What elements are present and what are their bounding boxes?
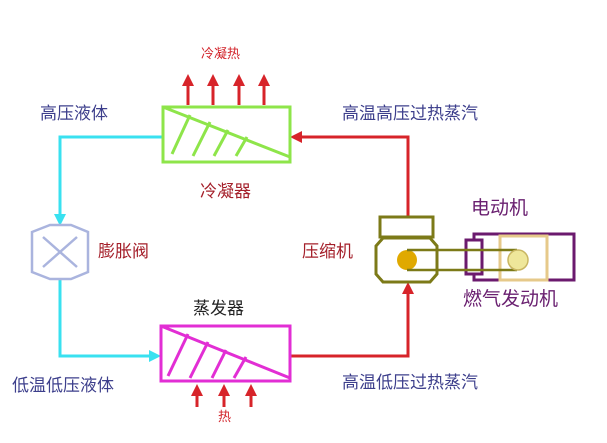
low-temp-low-pressure-liquid-label: 低温低压液体 <box>12 376 114 396</box>
expansion-valve-icon <box>30 223 90 281</box>
heat-input-arrows <box>191 384 257 407</box>
motor-icon <box>464 232 576 282</box>
compressor-label: 压缩机 <box>302 242 353 262</box>
evaporator-icon <box>159 324 292 383</box>
high-pressure-liquid-label: 高压液体 <box>40 104 108 124</box>
expansion-valve-label: 膨胀阀 <box>98 242 149 262</box>
motor-label: 电动机 <box>471 197 529 219</box>
low-pressure-vapor-pipe <box>290 282 414 358</box>
high-temp-low-pressure-vapor-label: 高温低压过热蒸汽 <box>342 373 478 393</box>
condenser-label: 冷凝器 <box>200 182 251 202</box>
evaporator-label: 蒸发器 <box>193 299 244 319</box>
condenser-icon <box>161 105 292 164</box>
condense-heat-label: 冷凝热 <box>201 47 241 62</box>
condense-heat-arrows <box>182 74 270 105</box>
liquid-pipe-bottom <box>58 278 161 362</box>
heat-label: 热 <box>218 410 232 425</box>
gas-engine-label: 燃气发动机 <box>463 288 559 310</box>
high-pressure-pipe <box>290 131 410 218</box>
compressor-icon <box>374 215 529 284</box>
high-temp-high-pressure-vapor-label: 高温高压过热蒸汽 <box>342 104 478 124</box>
liquid-pipe-top <box>54 135 163 226</box>
